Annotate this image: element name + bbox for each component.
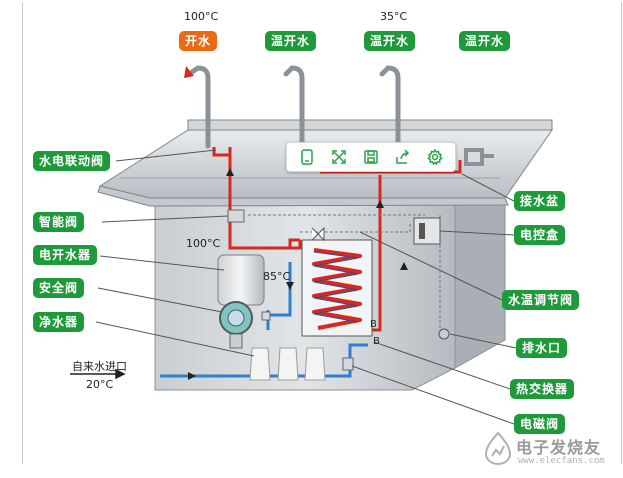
image-toolbar — [286, 142, 456, 172]
image-frame — [22, 2, 622, 464]
inlet-arrow — [70, 368, 126, 380]
control-box — [413, 217, 441, 245]
label-drain-outlet: 排水口 — [516, 338, 568, 358]
watermark-logo-icon — [484, 431, 512, 466]
expand-icon[interactable] — [328, 146, 350, 168]
label-smart-valve: 智能阀 — [33, 212, 85, 232]
share-icon[interactable] — [392, 146, 414, 168]
watermark-text: 电子发烧友 — [516, 438, 602, 457]
faucet-warm-3 — [464, 148, 494, 166]
label-water-purifier: 净水器 — [33, 312, 85, 332]
temp-exchanger: 85°C — [263, 270, 291, 283]
heat-exchanger-inner — [313, 251, 359, 323]
label-solenoid-valve: 电磁阀 — [514, 414, 566, 434]
cabinet-side — [454, 189, 506, 369]
tap-label-warm-2: 温开水 — [364, 31, 416, 51]
label-safety-valve: 安全阀 — [33, 278, 85, 298]
solenoid-valve — [342, 357, 354, 371]
tap-label-boiling: 开水 — [179, 31, 218, 51]
watermark: 电子发烧友 www.elecfans.com — [478, 426, 618, 470]
label-heat-exchanger: 热交换器 — [510, 379, 575, 399]
smart-valve — [227, 209, 245, 223]
temp-warm-top: 35°C — [380, 10, 408, 23]
drain-outlet — [438, 328, 450, 340]
tap-label-warm-1: 温开水 — [265, 31, 317, 51]
save-icon[interactable] — [360, 146, 382, 168]
watermark-url: www.elecfans.com — [518, 456, 605, 466]
temp-heater-out: 100°C — [186, 237, 221, 250]
settings-icon[interactable] — [424, 146, 446, 168]
label-linkage-valve: 水电联动阀 — [33, 151, 111, 171]
water-purifier-filters — [249, 347, 326, 381]
sink-backsplash — [187, 119, 553, 131]
faucet-boiling-tip — [184, 66, 194, 78]
mobile-icon[interactable] — [296, 146, 318, 168]
leader-lines — [95, 149, 517, 425]
label-control-box: 电控盒 — [514, 225, 566, 245]
faucet-boiling — [189, 65, 211, 149]
label-temp-adjust-valve: 水温调节阀 — [502, 290, 580, 310]
exchanger-mark-bottom: B — [373, 336, 380, 347]
flow-arrows — [188, 168, 408, 380]
temp-adjust-valve — [311, 226, 325, 242]
sink-rim — [97, 185, 509, 207]
tap-label-warm-3: 温开水 — [459, 31, 511, 51]
temp-inlet: 20°C — [86, 378, 114, 391]
boiler-tank — [217, 254, 265, 306]
temp-hot-top: 100°C — [184, 10, 219, 23]
heat-exchanger-coil — [312, 248, 362, 330]
label-electric-boiler: 电开水器 — [33, 245, 98, 265]
inlet-label: 自来水进口 — [72, 360, 127, 373]
exchanger-mark-top: B — [370, 319, 377, 330]
faucet-warm-2 — [379, 65, 401, 149]
hot-water-pipes — [212, 147, 462, 332]
label-sink-basin: 接水盆 — [514, 191, 566, 211]
faucet-warm-1 — [283, 65, 305, 149]
